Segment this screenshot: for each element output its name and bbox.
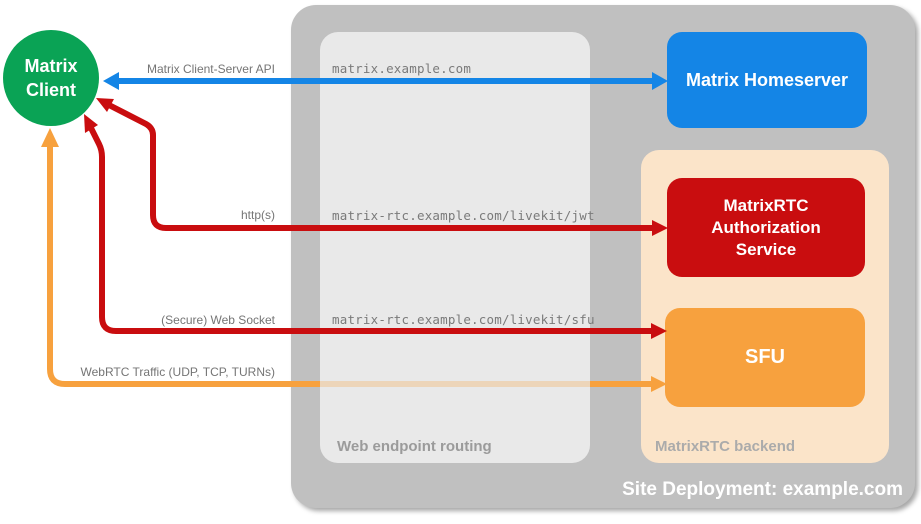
matrixrtc-authorization-service-node: MatrixRTC Authorization Service: [667, 178, 865, 277]
endpoint-livekit-sfu: matrix-rtc.example.com/livekit/sfu: [332, 312, 595, 327]
site-deployment-container: Web endpoint routing MatrixRTC backend M…: [291, 5, 915, 508]
matrixrtc-authorization-service-label: MatrixRTC Authorization Service: [711, 195, 821, 259]
webrtc-arrow-label: WebRTC Traffic (UDP, TCP, TURNs): [80, 365, 276, 379]
matrix-client-node: Matrix Client: [3, 30, 99, 126]
matrix-homeserver-label: Matrix Homeserver: [685, 69, 849, 90]
routing-caption: Web endpoint routing: [337, 438, 492, 455]
endpoint-matrix: matrix.example.com: [332, 61, 472, 76]
web-endpoint-routing-box: Web endpoint routing: [320, 32, 590, 463]
matrix-homeserver-node: Matrix Homeserver: [667, 32, 867, 128]
api-arrow-label: Matrix Client-Server API: [146, 62, 275, 76]
https-arrowhead-client: [96, 98, 114, 112]
endpoint-livekit-jwt: matrix-rtc.example.com/livekit/jwt: [332, 208, 595, 223]
matrix-client-label: Matrix Client: [24, 56, 78, 100]
webrtc-arrowhead-client: [41, 128, 59, 147]
websocket-arrowhead-client: [84, 114, 98, 133]
backend-caption: MatrixRTC backend: [655, 438, 796, 455]
https-arrow-label: http(s): [240, 208, 275, 222]
sfu-label: SFU: [745, 346, 785, 368]
site-deployment-caption: Site Deployment: example.com: [622, 479, 903, 500]
sfu-node: SFU: [665, 308, 865, 407]
websocket-arrow-label: (Secure) Web Socket: [161, 313, 275, 327]
